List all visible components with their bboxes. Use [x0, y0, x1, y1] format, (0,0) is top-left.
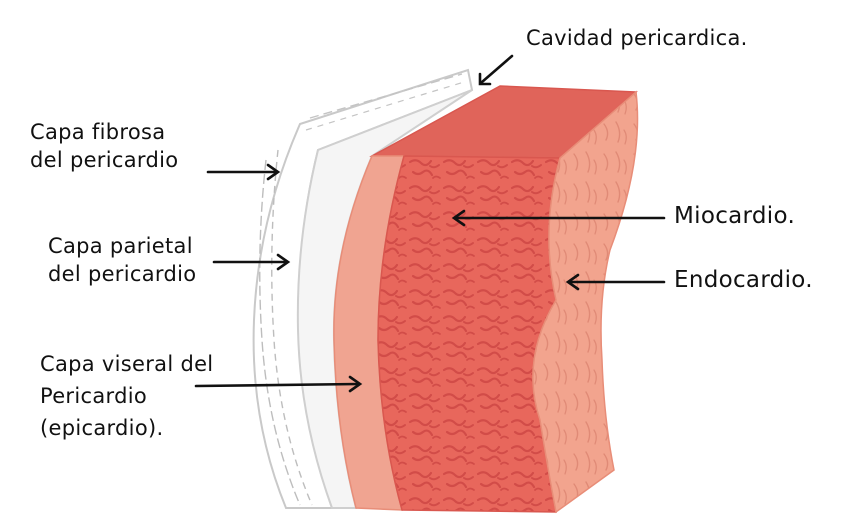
- label-cavity-text: Cavidad pericardica.: [526, 26, 748, 50]
- label-parietal-line-1: Capa parietal: [48, 234, 193, 258]
- label-visceral-line-1: Capa viseral del: [40, 352, 214, 376]
- label-fibrous: Capa fibrosa del pericardio: [30, 118, 178, 174]
- arrow-cavity: [478, 54, 514, 86]
- label-endocardium: Endocardio.: [674, 266, 813, 294]
- label-cavity: Cavidad pericardica.: [526, 24, 748, 52]
- label-fibrous-line-2: del pericardio: [30, 148, 179, 172]
- label-visceral-line-2: Pericardio: [40, 384, 147, 408]
- endocardium-layer: [532, 90, 639, 514]
- myocardium-layer: [377, 155, 561, 513]
- label-parietal-line-2: del pericardio: [48, 262, 197, 286]
- label-myocardium: Miocardio.: [674, 202, 795, 230]
- label-endocardium-text: Endocardio.: [674, 267, 813, 293]
- label-myocardium-text: Miocardio.: [674, 203, 796, 229]
- label-visceral-line-3: (epicardio).: [40, 416, 164, 440]
- arrow-endocardium: [565, 273, 666, 291]
- label-visceral: Capa viseral del Pericardio (epicardio).: [40, 348, 213, 444]
- arrow-parietal: [212, 253, 291, 271]
- label-fibrous-line-1: Capa fibrosa: [30, 120, 166, 144]
- arrow-visceral: [194, 375, 363, 393]
- arrow-myocardium: [451, 209, 666, 227]
- label-parietal: Capa parietal del pericardio: [48, 232, 196, 288]
- arrow-fibrous: [206, 163, 281, 181]
